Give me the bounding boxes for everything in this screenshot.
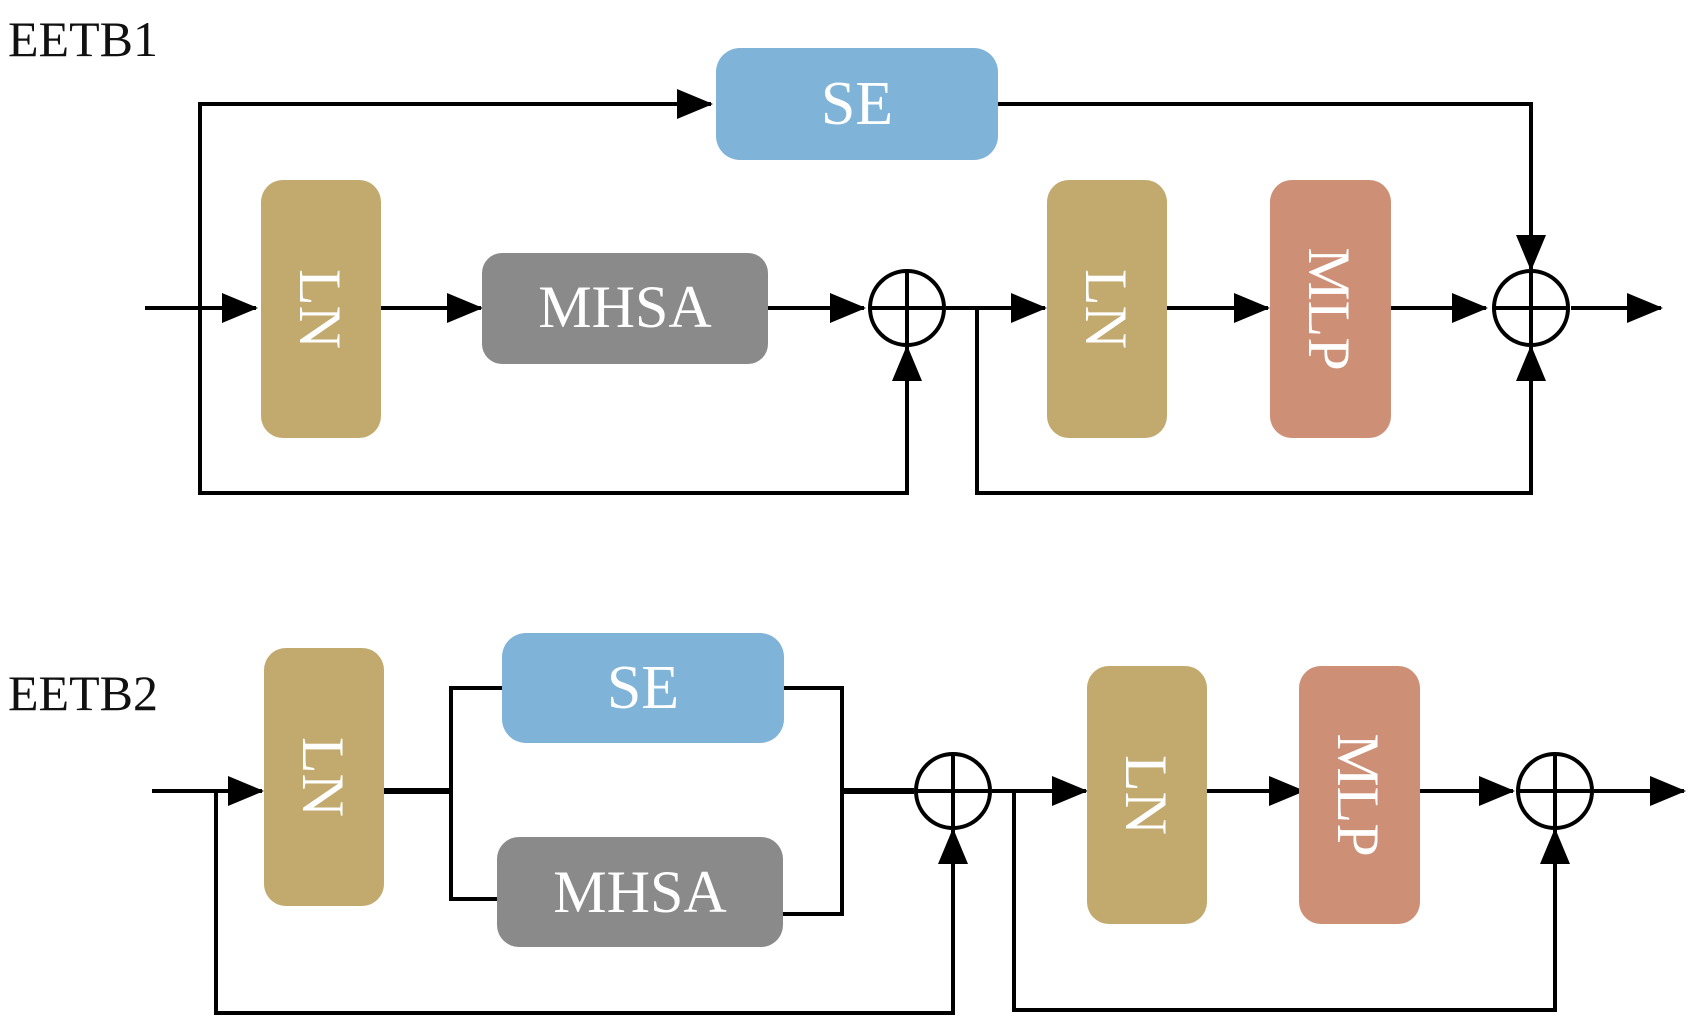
eetb1-se-box: [716, 48, 998, 160]
eetb2-mhsa-label: MHSA: [553, 859, 726, 925]
eetb2-se-to-merge-line: [783, 686, 844, 791]
eetb2-mhsa-box: [497, 837, 783, 947]
eetb1-residual2-arrow: [975, 308, 1546, 495]
eetb2-mlp-label: MLP: [1325, 733, 1391, 856]
eetb1-block: EETB1 SE LN MHSA LN: [8, 11, 1663, 495]
eetb2-block: EETB2 LN SE MHSA: [8, 633, 1686, 1015]
eetb1-ln1-label: LN: [287, 269, 353, 349]
eetb2-add1: [914, 752, 992, 830]
eetb1-add2-plus-icon: [1494, 271, 1568, 345]
eetb1-residual1-arrow: [198, 308, 922, 495]
eetb2-mhsa-to-merge-line: [782, 791, 844, 916]
eetb2-ln1-box: [264, 648, 384, 906]
eetb2-se-block: SE: [502, 633, 784, 743]
eetb2-mhsa-block: MHSA: [497, 837, 783, 947]
eetb2-add2: [1516, 752, 1594, 830]
eetb1-title: EETB1: [8, 11, 158, 67]
eetb2-add1-plus-icon: [916, 754, 990, 828]
eetb2-split-to-se-line: [449, 686, 502, 791]
eetb2-title: EETB2: [8, 665, 158, 721]
eetb2-ln1-label: LN: [290, 737, 356, 817]
eetb2-residual1-arrow: [214, 791, 968, 1015]
eetb1-se-label: SE: [821, 70, 893, 138]
eetb1-ln2-block: LN: [1047, 180, 1167, 438]
eetb2-ln2-label: LN: [1113, 755, 1179, 835]
eetb1-ln1-block: LN: [261, 180, 381, 438]
eetb1-ln1-box: [261, 180, 381, 438]
eetb1-add2: [1492, 269, 1570, 347]
eetb1-add1: [868, 269, 946, 347]
eetb2-ln2-box: [1087, 666, 1207, 924]
eetb1-ln2-label: LN: [1073, 269, 1139, 349]
eetb1-mlp-block: MLP: [1270, 180, 1391, 438]
eetb1-se-block: SE: [716, 48, 998, 160]
eetb2-mlp-box: [1299, 666, 1420, 924]
eetb1-se-to-add-arrow: [996, 102, 1546, 271]
eetb1-mhsa-label: MHSA: [538, 274, 711, 340]
eetb2-add2-plus-icon: [1518, 754, 1592, 828]
eetb1-mlp-box: [1270, 180, 1391, 438]
eetb2-mlp-block: MLP: [1299, 666, 1420, 924]
eetb2-split-to-mhsa-line: [449, 791, 497, 901]
eetb1-se-branch-arrow: [198, 89, 713, 308]
eetb1-mlp-label: MLP: [1296, 247, 1362, 370]
eetb2-ln1-block: LN: [264, 648, 384, 906]
eetb1-mhsa-box: [482, 253, 768, 364]
eetb2-se-label: SE: [607, 654, 679, 722]
eetb2-residual2-arrow: [1012, 791, 1570, 1012]
eetb2-se-box: [502, 633, 784, 743]
eetb1-mhsa-block: MHSA: [482, 253, 768, 364]
eetb2-ln2-block: LN: [1087, 666, 1207, 924]
eetb1-add1-plus-icon: [870, 271, 944, 345]
eetb1-ln2-box: [1047, 180, 1167, 438]
